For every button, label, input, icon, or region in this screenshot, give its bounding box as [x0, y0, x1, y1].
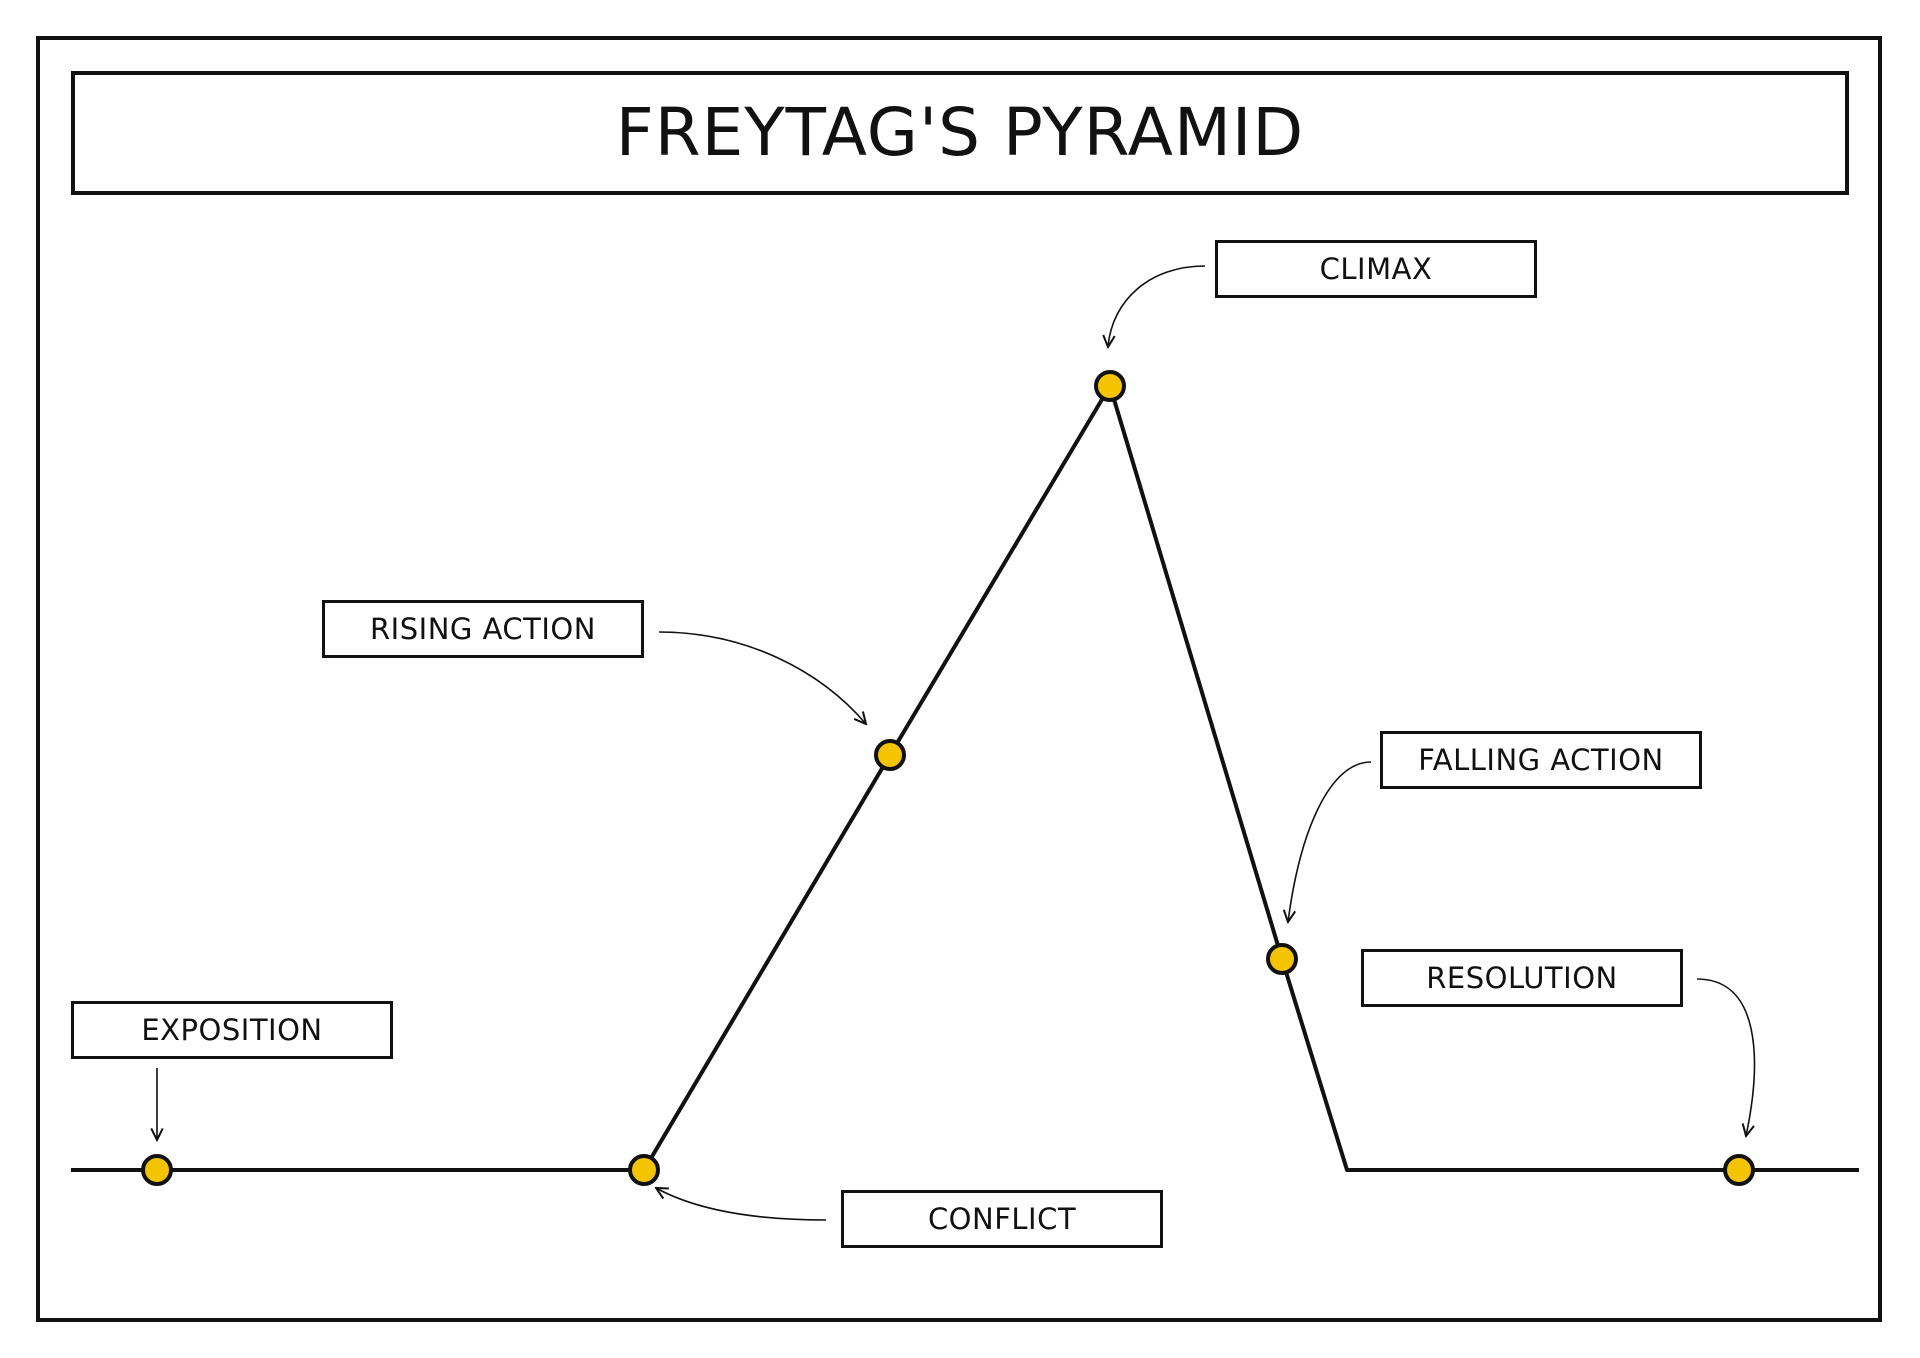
rising-action-arrow	[658, 631, 866, 724]
climax-marker	[1094, 370, 1126, 402]
conflict-marker	[628, 1154, 660, 1186]
conflict-label-box: CONFLICT	[841, 1190, 1163, 1248]
falling-action-label-box: FALLING ACTION	[1380, 731, 1702, 789]
conflict-arrow	[656, 1188, 827, 1221]
resolution-label-box: RESOLUTION	[1361, 949, 1683, 1007]
resolution-marker	[1723, 1154, 1755, 1186]
falling-action-arrow	[1288, 761, 1372, 922]
outer-frame	[36, 36, 1882, 1322]
title-box: FREYTAG'S PYRAMID	[71, 71, 1849, 195]
exposition-label-box: EXPOSITION	[71, 1001, 393, 1059]
resolution-arrow	[1696, 978, 1756, 1136]
rising-action-label: RISING ACTION	[370, 611, 596, 646]
page-title: FREYTAG'S PYRAMID	[615, 94, 1305, 171]
conflict-label: CONFLICT	[927, 1201, 1077, 1236]
exposition-label: EXPOSITION	[141, 1012, 323, 1047]
exposition-marker	[141, 1154, 173, 1186]
climax-label-box: CLIMAX	[1215, 240, 1537, 298]
resolution-label: RESOLUTION	[1426, 960, 1618, 995]
rising-action-marker	[874, 739, 906, 771]
climax-label: CLIMAX	[1319, 251, 1433, 286]
rising-action-label-box: RISING ACTION	[322, 600, 644, 658]
climax-arrow	[1108, 265, 1206, 347]
falling-action-label: FALLING ACTION	[1418, 742, 1664, 777]
falling-action-marker	[1266, 943, 1298, 975]
